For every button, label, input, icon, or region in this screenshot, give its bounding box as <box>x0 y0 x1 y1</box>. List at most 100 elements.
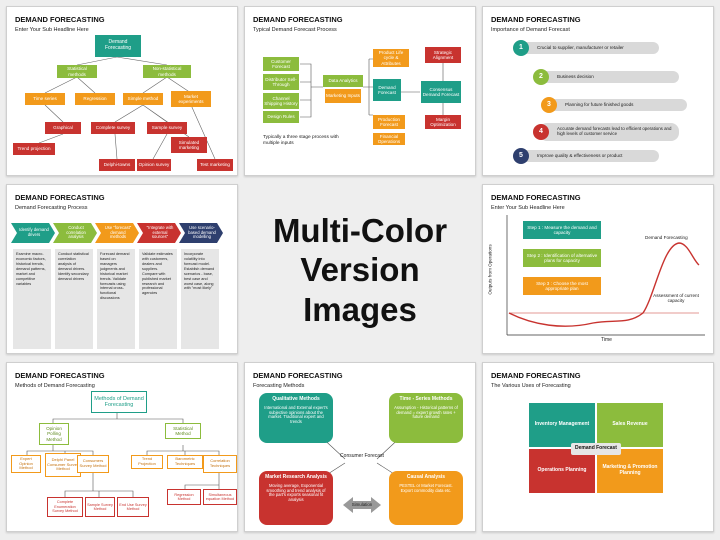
detail-text: Conduct statistical correlation analysis… <box>58 252 89 281</box>
chevron-label: "Integrate with external sources" <box>146 224 174 240</box>
quadrant-title: Causal Analysis <box>406 474 446 480</box>
chevron-label: Conduct correlation analysis <box>66 224 86 240</box>
center-heading: Multi-Color Version Images <box>248 200 472 340</box>
curve-label: Demand Forecasting <box>645 235 688 240</box>
node: Complete Enumeration Survey Method <box>47 497 83 517</box>
node: Test marketing <box>197 159 233 171</box>
step-box: Step 2 : Identification of alternative p… <box>523 249 601 267</box>
heading-line-1: Multi-Color <box>272 211 448 249</box>
slide-title: DEMAND FORECASTING <box>253 15 343 24</box>
use-cell: Operations Planning <box>529 449 595 493</box>
node: Time series <box>25 93 65 105</box>
slide-title: DEMAND FORECASTING <box>253 371 343 380</box>
detail-column: Incorporate volatility into forecast mod… <box>181 249 219 349</box>
slide-title: DEMAND FORECASTING <box>15 371 105 380</box>
importance-item: Improve quality & effectiveness or produ… <box>519 150 659 162</box>
quadrant-text: PESTEL or Market Forecast. Export commod… <box>399 482 453 493</box>
slide-subtitle: Enter Your Sub Headline Here <box>15 27 89 33</box>
item-text: Accurate demand forecasts lead to effici… <box>557 126 672 137</box>
node: Consumers Survey Method <box>77 455 109 473</box>
node: Demand Forecast <box>373 79 401 101</box>
slide-title: DEMAND FORECASTING <box>15 15 105 24</box>
detail-text: Forecast demand based on managers judgme… <box>100 252 130 301</box>
node: Correlation Techniques <box>203 455 237 473</box>
item-text: Business decision <box>557 74 594 79</box>
slide-subtitle: Typical Demand Forecast Process <box>253 27 337 33</box>
chevron-label: Use scenario-based demand modelling <box>188 224 216 240</box>
node: Financial Operations <box>373 133 405 145</box>
connector-lines <box>300 58 444 118</box>
chevron-arrows <box>11 223 223 243</box>
slide-thumbnail-7[interactable]: DEMAND FORECASTING Forecasting Methods Q… <box>244 362 476 532</box>
detail-column: Examine macro-economic factors, historic… <box>13 249 51 349</box>
number-badge: 5 <box>513 148 529 164</box>
node: Simultaneous equation Method <box>203 489 237 505</box>
node: Design Rules <box>263 111 299 123</box>
slide-subtitle: Demand Forecasting Process <box>15 205 88 211</box>
connector-lines <box>26 413 220 497</box>
slide-title: DEMAND FORECASTING <box>15 193 105 202</box>
node: Graphical <box>45 122 81 134</box>
node: Market experiments <box>171 91 211 107</box>
slide-thumbnail-2[interactable]: DEMAND FORECASTING Typical Demand Foreca… <box>244 6 476 176</box>
slide-thumbnail-5[interactable]: DEMAND FORECASTING Enter Your Sub Headli… <box>482 184 714 354</box>
node: Sample Survey Method <box>85 497 115 517</box>
connector-lines <box>38 56 216 160</box>
node: Production Forecast <box>373 115 405 129</box>
slide-subtitle: Enter Your Sub Headline Here <box>491 205 565 211</box>
use-cell: Inventory Management <box>529 403 595 447</box>
node: Trend projection <box>13 143 55 155</box>
slide-title: DEMAND FORECASTING <box>491 371 581 380</box>
node: Non-statistical methods <box>143 65 191 78</box>
node: Channel Shipping History <box>263 93 299 109</box>
slide-title: DEMAND FORECASTING <box>491 15 581 24</box>
node: Opinion survey <box>137 159 171 171</box>
use-cell: Marketing & Promotion Planning <box>597 449 663 493</box>
center-label: Consumer Forecast <box>340 453 384 459</box>
slide-thumbnail-8[interactable]: DEMAND FORECASTING The Various Uses of F… <box>482 362 714 532</box>
number-badge: 1 <box>513 40 529 56</box>
slide-thumbnail-6[interactable]: DEMAND FORECASTING Methods of Demand For… <box>6 362 238 532</box>
quadrant-text: Assumption - Historical patterns of dema… <box>394 404 458 420</box>
slide-subtitle: The Various Uses of Forecasting <box>491 383 571 389</box>
capacity-label: Assessment of current capacity <box>653 293 699 303</box>
node: Statistical Method <box>165 423 201 439</box>
slide-thumbnail-3[interactable]: DEMAND FORECASTING Importance of Demand … <box>482 6 714 176</box>
number-badge: 3 <box>541 97 557 113</box>
node: Consensus Demand Forecast <box>421 81 461 103</box>
detail-column: Forecast demand based on managers judgme… <box>97 249 135 349</box>
use-cell: Sales Revenue <box>597 403 663 447</box>
step-box: Step 3 : Choose the most appropriate pla… <box>523 277 601 295</box>
capacity-chart <box>506 215 705 336</box>
node: Delphi Panel Consumer Survey Method <box>45 453 81 477</box>
node: Customer Forecast <box>263 57 299 71</box>
quadrant-text: Moving average, Exponential smoothing an… <box>266 482 326 503</box>
detail-text: Incorporate volatility into forecast mod… <box>184 252 215 291</box>
number-badge: 2 <box>533 69 549 85</box>
node: Data Analytics <box>323 75 363 87</box>
chevron-label: Identify demand drivers <box>19 227 49 237</box>
slide-thumbnail-1[interactable]: DEMAND FORECASTING Enter Your Sub Headli… <box>6 6 238 176</box>
slide-thumbnail-4[interactable]: DEMAND FORECASTING Demand Forecasting Pr… <box>6 184 238 354</box>
node: Regression <box>75 93 115 105</box>
detail-text: Examine macro-economic factors, historic… <box>16 252 46 286</box>
node: Distributor Sell-Through <box>263 74 299 90</box>
quadrant-box: Time - Series Methods Assumption - Histo… <box>389 393 463 443</box>
connector-lines <box>316 432 406 513</box>
importance-item: Business decision <box>539 71 679 83</box>
arrow-label: Simulation <box>351 502 373 507</box>
node: Regression Method <box>167 489 201 505</box>
node: Complete survey <box>91 122 135 134</box>
y-axis-label: Outputs from Operations <box>487 244 493 295</box>
detail-column: Validate estimates with customers, deale… <box>139 249 177 349</box>
quadrant-text: International and External expert's subj… <box>264 404 328 425</box>
center-label: Demand Forecast <box>571 443 621 455</box>
node: Expert Opinion Method <box>11 455 41 473</box>
quadrant-title: Market Research Analysis <box>265 474 327 480</box>
x-axis-label: Time <box>601 337 612 343</box>
number-badge: 4 <box>533 124 549 140</box>
heading-line-2: Version Images <box>300 251 420 328</box>
step-box: Step 1 : Measure the demand and capacity <box>523 221 601 239</box>
node: Opinion Polling Method <box>39 423 69 445</box>
quadrant-box: Causal Analysis PESTEL or Market Forecas… <box>389 471 463 525</box>
